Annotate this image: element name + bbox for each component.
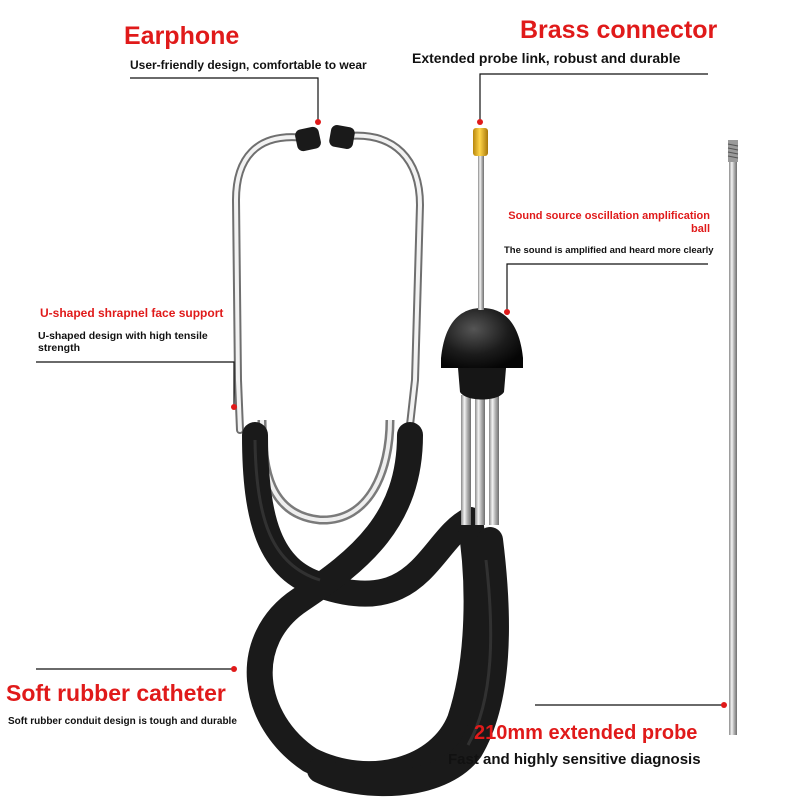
shrapnel-title: U-shaped shrapnel face support — [40, 306, 224, 320]
binaural-tubes — [231, 131, 425, 434]
earphone-title: Earphone — [124, 22, 240, 50]
rubber-catheter — [242, 422, 509, 797]
callout-dots — [231, 119, 727, 708]
extended-probe-description: Fast and highly sensitive diagnosis — [448, 751, 701, 768]
earphone-tips — [295, 125, 355, 152]
earphone-description: User-friendly design, comfortable to wea… — [130, 58, 367, 72]
extended-probe-rod — [727, 140, 739, 735]
amplification-ball-title: Sound source oscillation amplification b… — [508, 210, 710, 235]
catheter-title: Soft rubber catheter — [6, 680, 226, 706]
catheter-description: Soft rubber conduit design is tough and … — [8, 716, 237, 727]
callout-lines — [36, 73, 724, 706]
extended-probe-title: 210mm extended probe — [474, 722, 698, 744]
brass-connector-title: Brass connector — [520, 16, 718, 44]
amplification-ball-description: The sound is amplified and heard more cl… — [504, 245, 714, 256]
short-probe — [473, 128, 488, 310]
amplification-ball — [441, 308, 523, 525]
u-shaped-spring — [257, 419, 395, 525]
brass-connector-description: Extended probe link, robust and durable — [412, 50, 681, 66]
shrapnel-description: U-shaped design with high tensile streng… — [38, 330, 208, 354]
